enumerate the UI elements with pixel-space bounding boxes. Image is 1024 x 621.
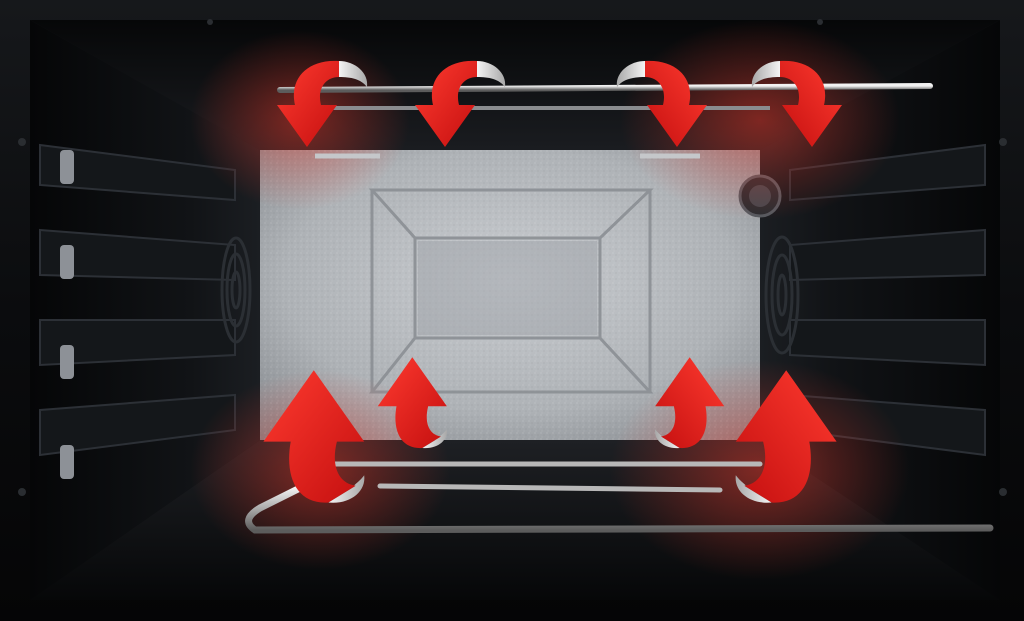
oven-illustration (0, 0, 1024, 621)
oven-interior-photo (0, 0, 1024, 621)
